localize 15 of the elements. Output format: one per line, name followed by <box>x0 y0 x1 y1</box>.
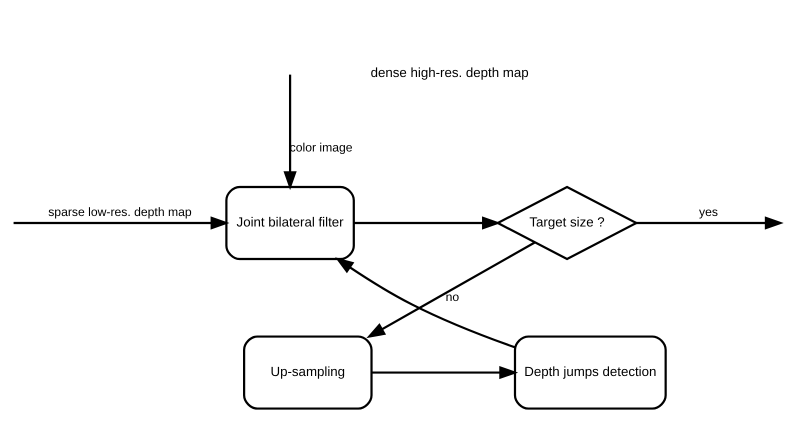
arrow <box>335 256 516 348</box>
arrow <box>14 216 230 230</box>
arrow <box>366 241 536 338</box>
node-box: Joint bilateral filter <box>225 185 355 260</box>
arrow <box>636 216 784 230</box>
edge-label: sparse low-res. depth map <box>48 204 192 219</box>
arrow <box>354 216 501 230</box>
node-diamond: Target size ? <box>495 185 639 260</box>
arrow <box>372 365 518 379</box>
edge-label: yes <box>699 204 718 219</box>
arrow <box>283 74 297 190</box>
node-box: Depth jumps detection <box>514 334 667 410</box>
edge-label: no <box>446 289 460 304</box>
label: dense high-res. depth map <box>370 64 529 80</box>
node-box: Up-sampling <box>243 334 373 410</box>
